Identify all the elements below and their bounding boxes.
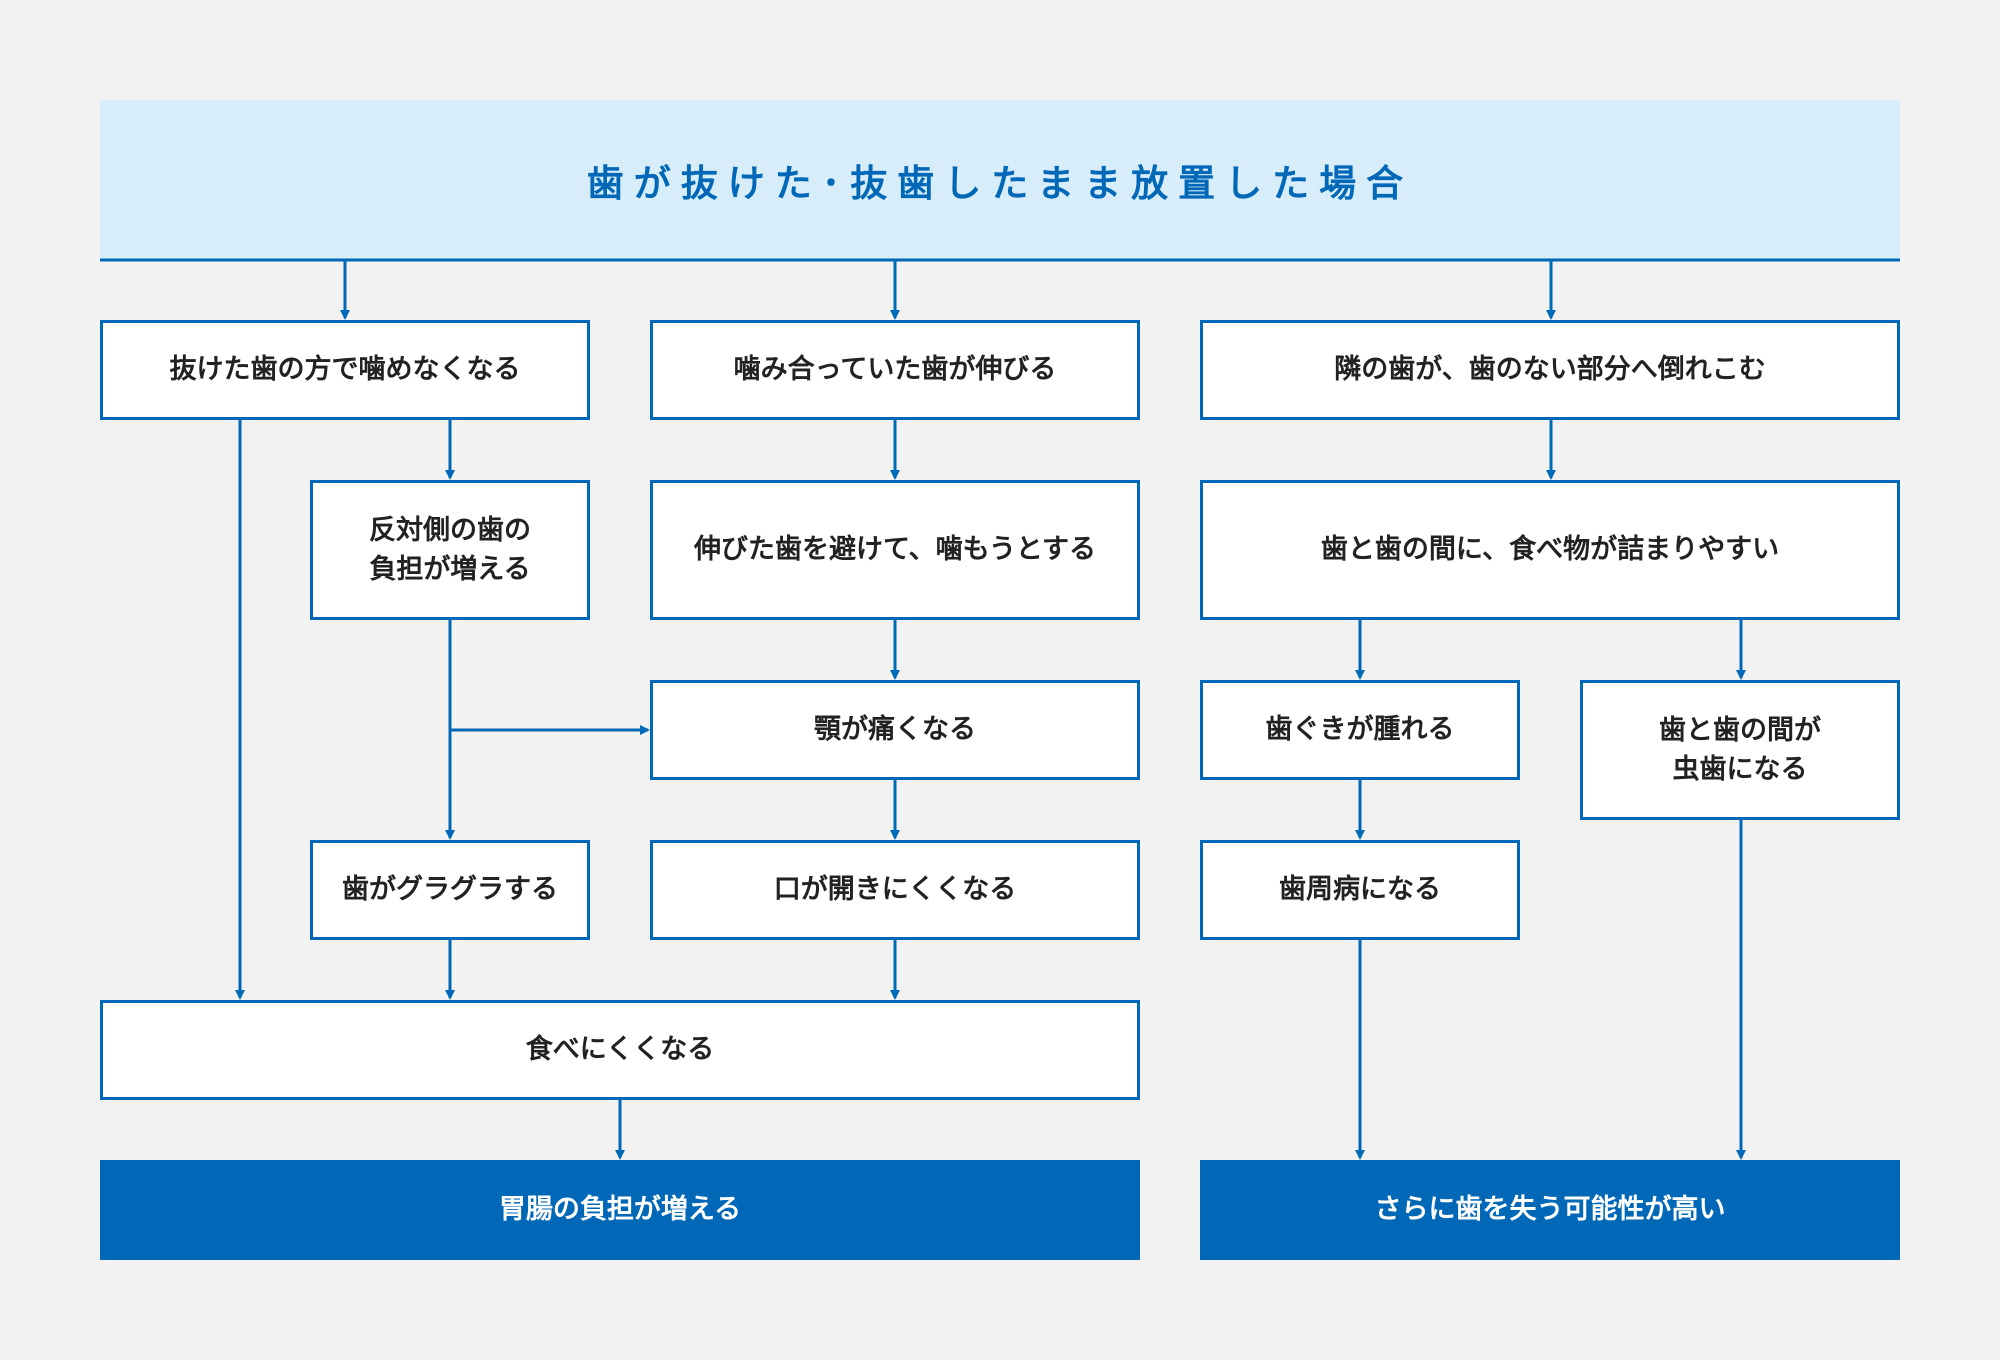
node-opposite-burden-label: 反対側の歯の 負担が増える	[369, 514, 531, 585]
node-cavity-between-label: 歯と歯の間が 虫歯になる	[1659, 714, 1821, 785]
node-jaw-pain: 顎が痛くなる	[650, 680, 1140, 780]
node-lose-more-teeth: さらに歯を失う可能性が高い	[1200, 1160, 1900, 1260]
node-gums-swell-label: 歯ぐきが腫れる	[1265, 714, 1455, 746]
node-teeth-extend-label: 噛み合っていた歯が伸びる	[733, 354, 1057, 386]
node-mouth-hard-open-label: 口が開きにくくなる	[773, 874, 1017, 906]
node-neighbor-tilts: 隣の歯が、歯のない部分へ倒れこむ	[1200, 320, 1900, 420]
diagram-header: 歯が抜けた･抜歯したまま放置した場合	[100, 100, 1900, 260]
node-cavity-between: 歯と歯の間が 虫歯になる	[1580, 680, 1900, 820]
node-avoid-extended-label: 伸びた歯を避けて、噛もうとする	[693, 534, 1097, 566]
node-teeth-wobble: 歯がグラグラする	[310, 840, 590, 940]
node-teeth-extend: 噛み合っていた歯が伸びる	[650, 320, 1140, 420]
node-periodontal: 歯周病になる	[1200, 840, 1520, 940]
node-opposite-burden: 反対側の歯の 負担が増える	[310, 480, 590, 620]
node-food-stuck-label: 歯と歯の間に、食べ物が詰まりやすい	[1320, 534, 1780, 566]
node-gums-swell: 歯ぐきが腫れる	[1200, 680, 1520, 780]
node-neighbor-tilts-label: 隣の歯が、歯のない部分へ倒れこむ	[1334, 354, 1766, 386]
node-teeth-wobble-label: 歯がグラグラする	[342, 874, 558, 906]
node-hard-to-eat-label: 食べにくくなる	[525, 1034, 715, 1066]
node-stomach-burden: 胃腸の負担が増える	[100, 1160, 1140, 1260]
node-food-stuck: 歯と歯の間に、食べ物が詰まりやすい	[1200, 480, 1900, 620]
node-cannot-chew: 抜けた歯の方で噛めなくなる	[100, 320, 590, 420]
node-stomach-burden-label: 胃腸の負担が増える	[498, 1194, 742, 1226]
node-periodontal-label: 歯周病になる	[1279, 874, 1441, 906]
node-mouth-hard-open: 口が開きにくくなる	[650, 840, 1140, 940]
node-cannot-chew-label: 抜けた歯の方で噛めなくなる	[169, 354, 521, 386]
node-hard-to-eat: 食べにくくなる	[100, 1000, 1140, 1100]
diagram-title: 歯が抜けた･抜歯したまま放置した場合	[586, 162, 1414, 205]
node-lose-more-teeth-label: さらに歯を失う可能性が高い	[1374, 1194, 1726, 1226]
node-avoid-extended: 伸びた歯を避けて、噛もうとする	[650, 480, 1140, 620]
node-jaw-pain-label: 顎が痛くなる	[814, 714, 976, 746]
